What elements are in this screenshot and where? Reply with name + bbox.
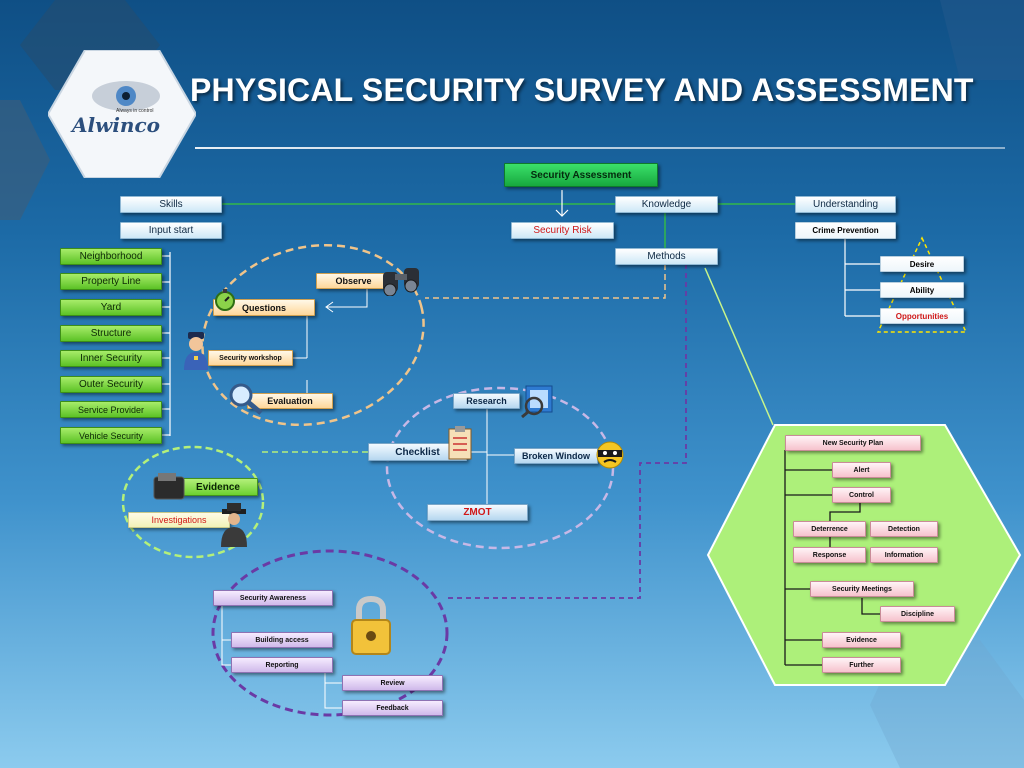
wallet-icon bbox=[153, 473, 185, 500]
research-icon bbox=[521, 385, 553, 418]
skill-item: Outer Security bbox=[60, 376, 162, 393]
skill-item: Vehicle Security bbox=[60, 427, 162, 444]
title-divider bbox=[195, 147, 1005, 149]
information-node: Information bbox=[870, 547, 938, 563]
deterrence-node: Deterrence bbox=[793, 521, 866, 537]
review-node: Review bbox=[342, 675, 443, 691]
skill-item: Service Provider bbox=[60, 401, 162, 418]
masked-burglar-icon bbox=[596, 441, 624, 469]
crime-prevention-node: Crime Prevention bbox=[795, 222, 896, 239]
logo-tagline: Always in control bbox=[116, 108, 154, 114]
security-workshop-node: Security workshop bbox=[208, 350, 293, 366]
building-access-node: Building access bbox=[231, 632, 333, 648]
skill-item: Inner Security bbox=[60, 350, 162, 367]
stopwatch-icon bbox=[215, 289, 235, 311]
opportunities-node: Opportunities bbox=[880, 308, 964, 324]
investigations-node: Investigations bbox=[128, 512, 230, 528]
further-node: Further bbox=[822, 657, 901, 673]
desire-node: Desire bbox=[880, 256, 964, 272]
research-oval bbox=[385, 386, 615, 550]
page-title: PHYSICAL SECURITY SURVEY AND ASSESSMENT bbox=[190, 72, 974, 108]
plan-evidence-node: Evidence bbox=[822, 632, 901, 648]
knowledge-node: Knowledge bbox=[615, 196, 718, 213]
clipboard-icon bbox=[448, 426, 472, 460]
discipline-node: Discipline bbox=[880, 606, 955, 622]
detective-icon bbox=[221, 503, 247, 547]
security-awareness-node: Security Awareness bbox=[213, 590, 333, 606]
reporting-node: Reporting bbox=[231, 657, 333, 673]
magnifier-icon bbox=[229, 383, 263, 415]
skill-item: Structure bbox=[60, 325, 162, 342]
evidence-node: Evidence bbox=[178, 478, 258, 496]
awareness-oval bbox=[211, 549, 449, 717]
methods-node: Methods bbox=[615, 248, 718, 265]
logo-hexagon bbox=[48, 50, 196, 178]
observation-oval bbox=[201, 243, 425, 427]
zmot-node: ZMOT bbox=[427, 504, 528, 521]
control-node: Control bbox=[832, 487, 891, 503]
understanding-node: Understanding bbox=[795, 196, 896, 213]
research-node: Research bbox=[453, 393, 520, 409]
police-officer-icon bbox=[184, 332, 208, 370]
input-start-node: Input start bbox=[120, 222, 222, 239]
ability-node: Ability bbox=[880, 282, 964, 298]
security-risk-node: Security Risk bbox=[511, 222, 614, 239]
detection-node: Detection bbox=[870, 521, 938, 537]
feedback-node: Feedback bbox=[342, 700, 443, 716]
broken-window-node: Broken Window bbox=[514, 448, 598, 464]
evidence-oval bbox=[121, 445, 265, 559]
security-meetings-node: Security Meetings bbox=[810, 581, 914, 597]
security-assessment-node: Security Assessment bbox=[504, 163, 658, 187]
skill-item: Yard bbox=[60, 299, 162, 316]
binoculars-icon bbox=[383, 268, 419, 296]
skill-item: Property Line bbox=[60, 273, 162, 290]
observe-node: Observe bbox=[316, 273, 391, 289]
questions-node: Questions bbox=[213, 299, 315, 316]
skills-node: Skills bbox=[120, 196, 222, 213]
response-node: Response bbox=[793, 547, 866, 563]
padlock-icon bbox=[351, 596, 391, 655]
alert-node: Alert bbox=[832, 462, 891, 478]
logo-name: Alwinco bbox=[72, 113, 160, 137]
skill-item: Neighborhood bbox=[60, 248, 162, 265]
new-security-plan-node: New Security Plan bbox=[785, 435, 921, 451]
